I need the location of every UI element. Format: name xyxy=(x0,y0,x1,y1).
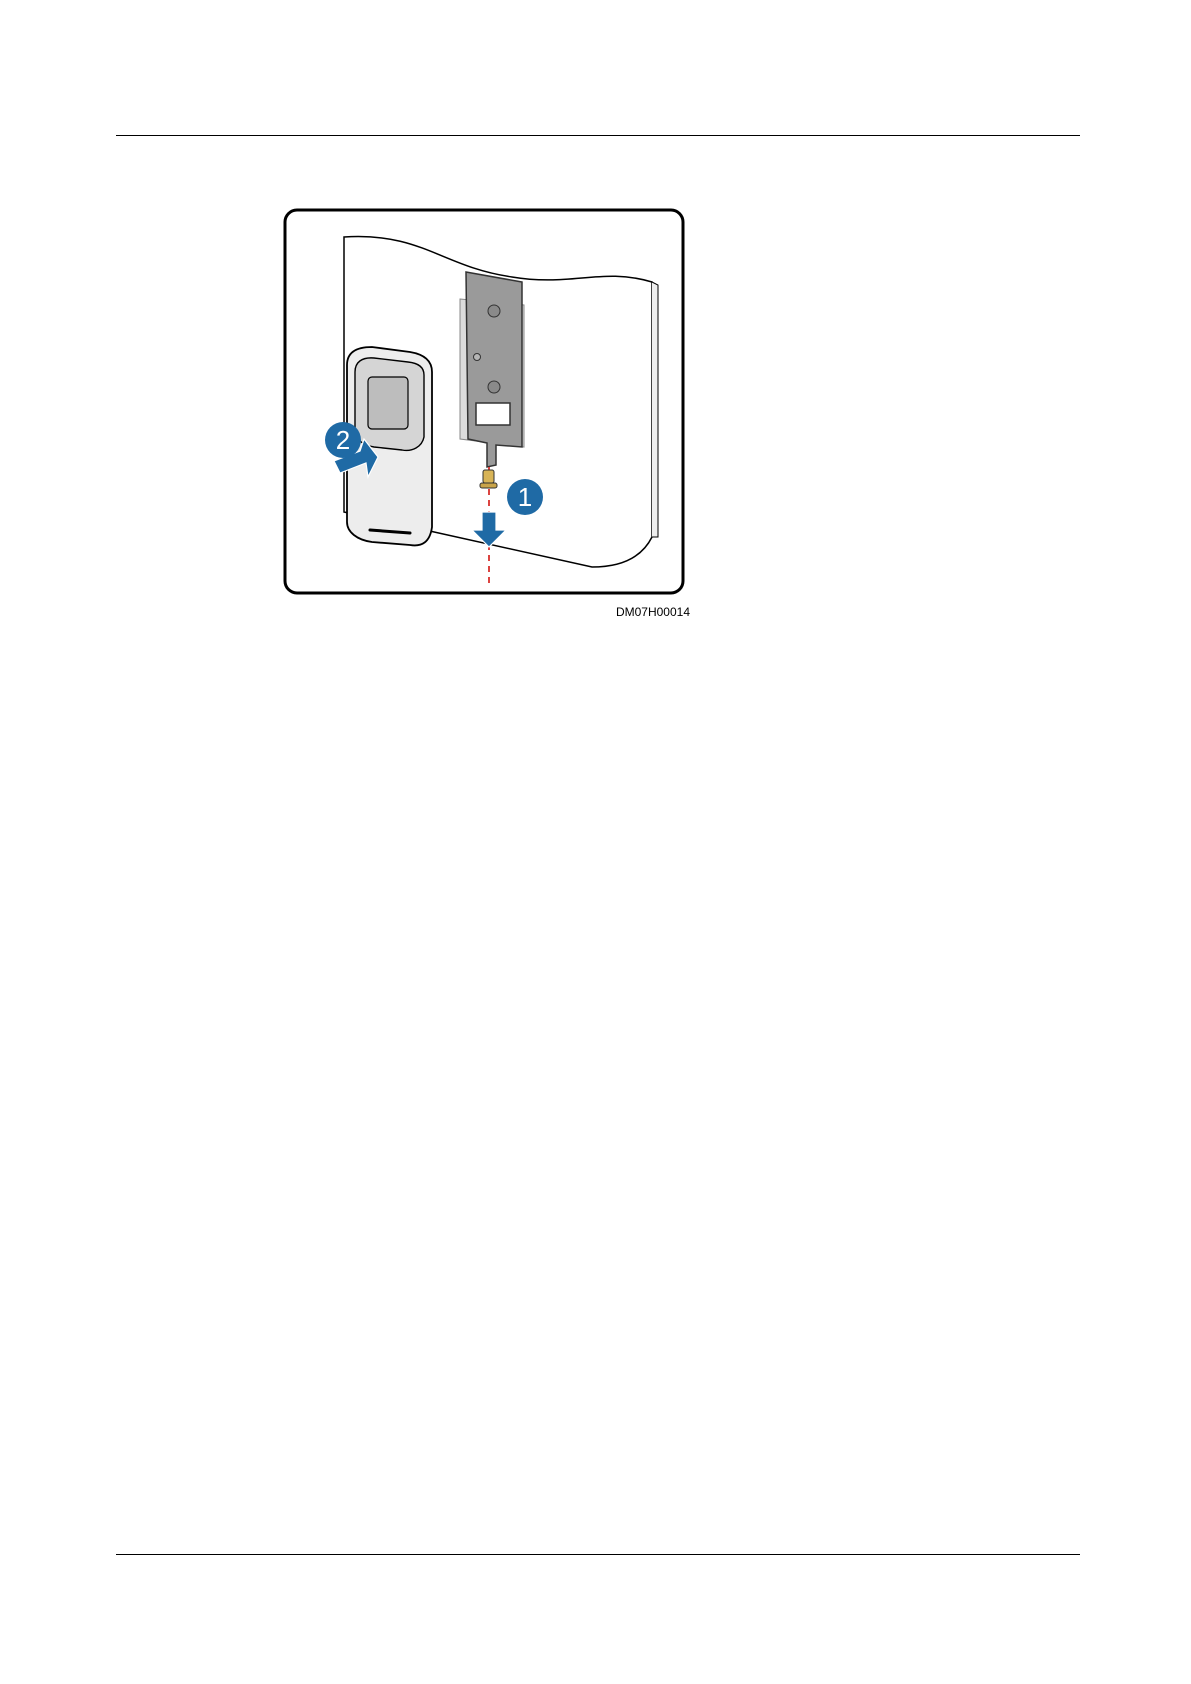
footer-rule xyxy=(116,1554,1080,1555)
bracket-cutout xyxy=(476,403,510,425)
step-2-badge: 2 xyxy=(325,422,361,458)
bracket-screw-top xyxy=(488,305,500,317)
svg-text:2: 2 xyxy=(336,425,350,455)
installation-figure: 1 2 xyxy=(282,207,686,596)
bracket-screw-bottom xyxy=(488,381,500,393)
step-1-badge: 1 xyxy=(507,479,543,515)
bracket-hole xyxy=(474,354,481,361)
screw-icon xyxy=(480,470,497,488)
wall-edge xyxy=(652,282,658,537)
reader-sensor xyxy=(368,377,408,429)
mounting-bracket xyxy=(466,272,522,467)
figure-illustration: 1 2 xyxy=(282,207,686,596)
header-rule xyxy=(116,135,1080,136)
figure-identifier: DM07H00014 xyxy=(560,605,690,619)
svg-text:1: 1 xyxy=(518,482,532,512)
